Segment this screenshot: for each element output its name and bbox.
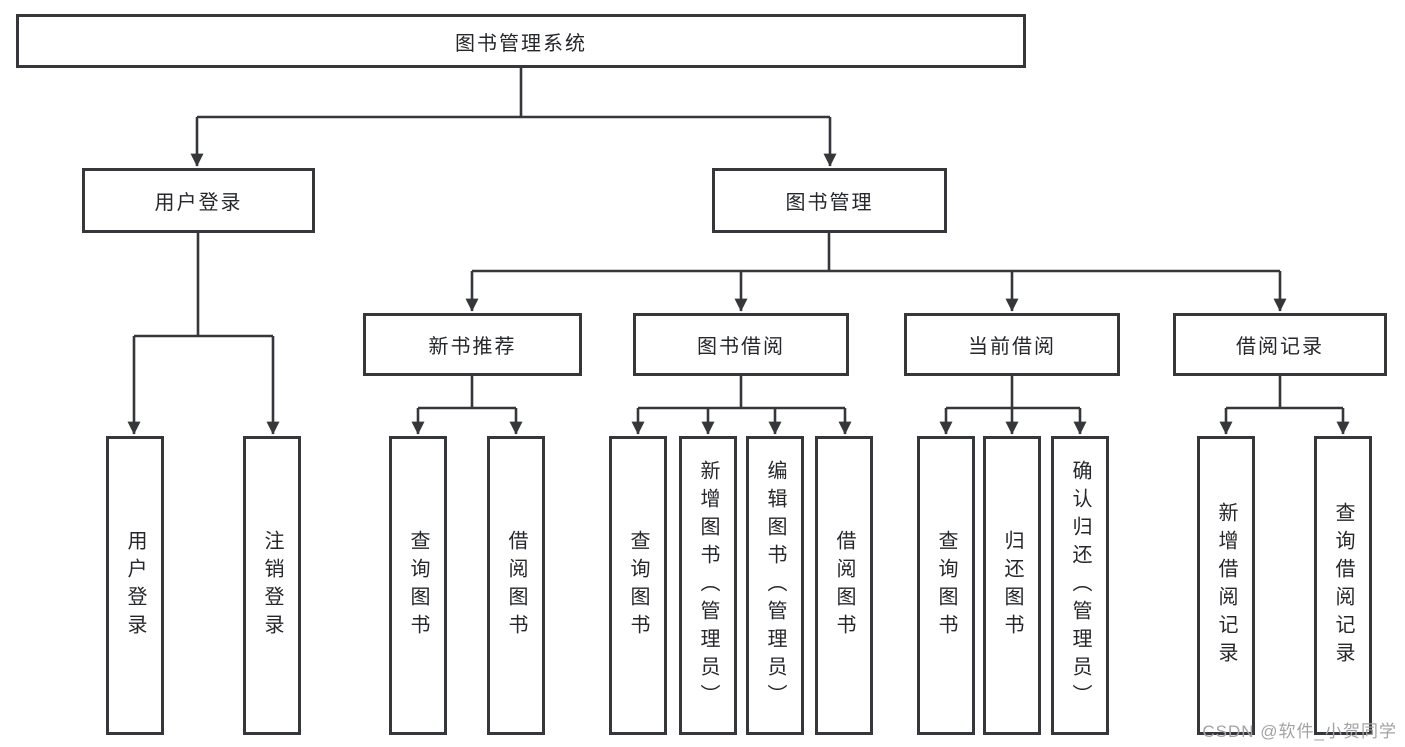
leaf-recommend-borrow-books: 借阅图书	[487, 436, 545, 735]
node-new-book-recommend: 新书推荐	[363, 313, 582, 376]
node-book-management: 图书管理	[712, 168, 947, 233]
leaf-recommend-query-books: 查询图书	[389, 436, 447, 735]
node-root-system: 图书管理系统	[16, 14, 1026, 68]
leaf-current-query-books-label: 查询图书	[935, 529, 957, 642]
leaf-borrow-borrow-books-label: 借阅图书	[833, 529, 855, 642]
leaf-current-return-books: 归还图书	[983, 436, 1041, 735]
leaf-records-add-record-label: 新增借阅记录	[1215, 501, 1237, 670]
leaf-records-query-record: 查询借阅记录	[1314, 436, 1372, 735]
leaf-recommend-query-books-label: 查询图书	[407, 529, 429, 642]
leaf-logout-label: 注销登录	[261, 529, 283, 642]
leaf-borrow-query-books: 查询图书	[609, 436, 667, 735]
leaf-recommend-borrow-books-label: 借阅图书	[505, 529, 527, 642]
leaf-borrow-query-books-label: 查询图书	[627, 529, 649, 642]
leaf-borrow-add-books-admin-label: 新增图书（管理员）	[697, 459, 719, 712]
leaf-current-confirm-return-admin: 确认归还（管理员）	[1051, 436, 1109, 735]
leaf-records-query-record-label: 查询借阅记录	[1332, 501, 1354, 670]
leaf-borrow-edit-books-admin-label: 编辑图书（管理员）	[764, 459, 786, 712]
leaf-user-login: 用户登录	[106, 436, 164, 735]
leaf-user-login-label: 用户登录	[124, 529, 146, 642]
node-book-borrow: 图书借阅	[633, 313, 849, 376]
leaf-borrow-edit-books-admin: 编辑图书（管理员）	[746, 436, 804, 735]
watermark: CSDN @软件_小贺同学	[1202, 722, 1397, 741]
leaf-records-add-record: 新增借阅记录	[1197, 436, 1255, 735]
leaf-current-confirm-return-admin-label: 确认归还（管理员）	[1069, 459, 1091, 712]
leaf-borrow-borrow-books: 借阅图书	[815, 436, 873, 735]
node-borrow-records: 借阅记录	[1173, 313, 1387, 376]
node-current-borrow: 当前借阅	[904, 313, 1120, 376]
leaf-borrow-add-books-admin: 新增图书（管理员）	[679, 436, 737, 735]
leaf-logout: 注销登录	[243, 436, 301, 735]
node-user-login: 用户登录	[82, 168, 315, 233]
leaf-current-return-books-label: 归还图书	[1001, 529, 1023, 642]
leaf-current-query-books: 查询图书	[917, 436, 975, 735]
